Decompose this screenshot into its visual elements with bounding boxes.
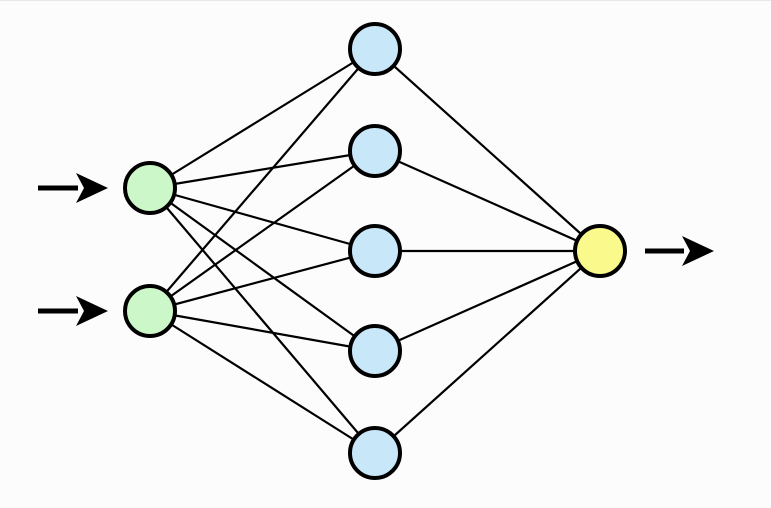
input-arrow-2-head-icon <box>76 296 108 326</box>
output-node-1[interactable] <box>573 224 627 278</box>
edge-input-1-to-hidden-4 <box>148 186 377 353</box>
edge-input-2-to-hidden-3 <box>148 249 377 313</box>
edge-hidden-5-to-output-1 <box>373 249 602 455</box>
edge-input-1-to-hidden-1 <box>148 47 377 190</box>
input-node-1[interactable] <box>123 161 177 215</box>
hidden-node-3[interactable] <box>348 224 402 278</box>
output-arrow-1-head-icon <box>682 236 714 266</box>
input-arrow-1-head-icon <box>76 173 108 203</box>
hidden-node-4[interactable] <box>348 324 402 378</box>
output-layer <box>573 224 627 278</box>
edge-hidden-1-to-output-1 <box>373 47 602 253</box>
edge-input-2-to-hidden-1 <box>148 47 377 313</box>
hidden-node-2[interactable] <box>348 124 402 178</box>
edge-input-2-to-hidden-4 <box>148 309 377 353</box>
input-node-2[interactable] <box>123 284 177 338</box>
io-arrows-group <box>38 173 714 326</box>
edge-input-2-to-hidden-2 <box>148 149 377 313</box>
input-layer <box>123 161 177 338</box>
output-arrow-1 <box>645 236 714 266</box>
edges-group <box>148 47 602 455</box>
nodes-group <box>123 22 627 480</box>
edge-input-1-to-hidden-3 <box>148 186 377 253</box>
edge-hidden-4-to-output-1 <box>373 249 602 353</box>
edge-input-1-to-hidden-5 <box>148 186 377 455</box>
hidden-node-5[interactable] <box>348 426 402 480</box>
input-arrow-1 <box>38 173 108 203</box>
input-arrow-2 <box>38 296 108 326</box>
edge-hidden-2-to-output-1 <box>373 149 602 253</box>
hidden-node-1[interactable] <box>348 22 402 76</box>
edge-input-1-to-hidden-2 <box>148 149 377 190</box>
hidden-layer <box>348 22 402 480</box>
edge-input-2-to-hidden-5 <box>148 309 377 455</box>
